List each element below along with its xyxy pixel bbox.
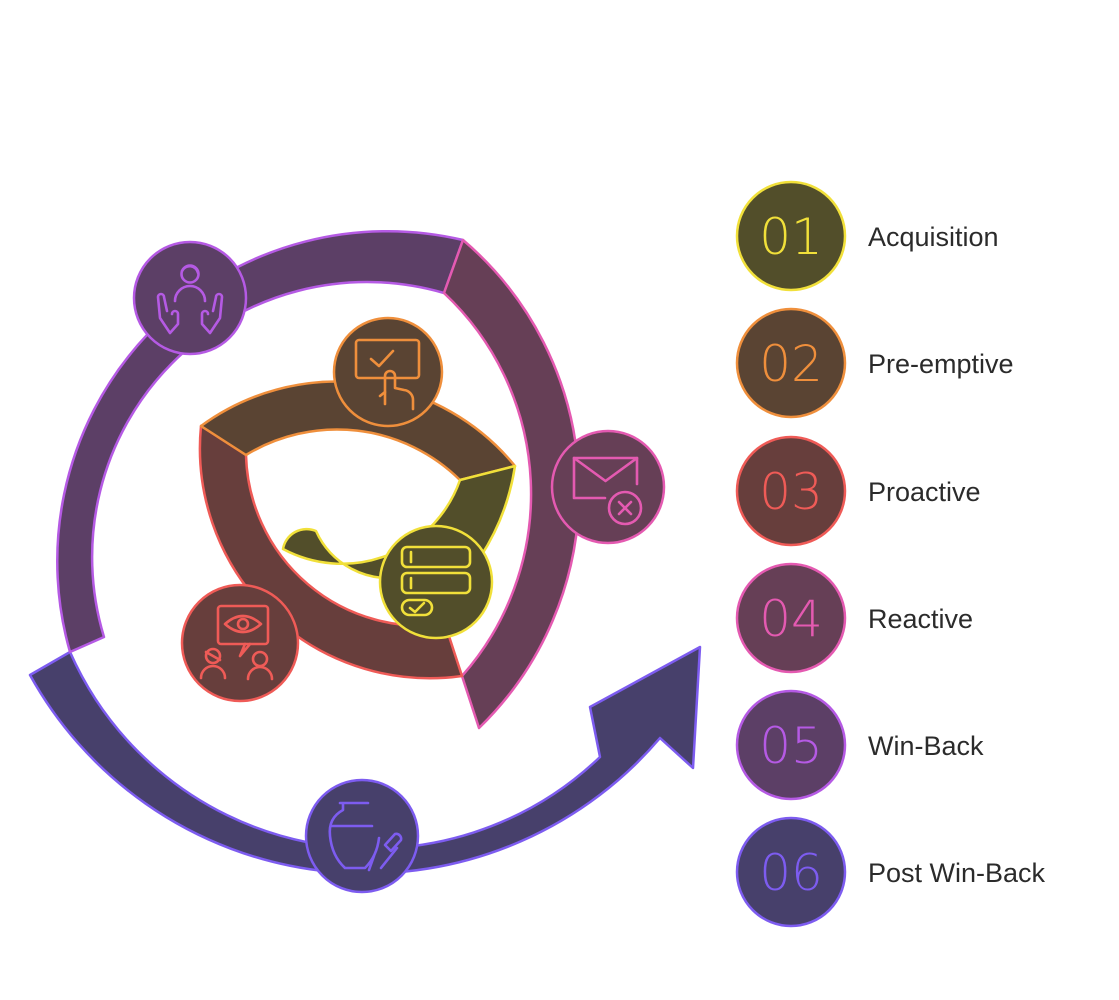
legend-item-win-back: 05 Win-Back [735, 689, 984, 801]
legend-item-acquisition: 01 Acquisition [735, 180, 999, 292]
badge-win-back [132, 240, 248, 356]
step-number: 06 [759, 844, 823, 902]
spiral-segment-pre-emptive [199, 380, 517, 482]
eye-monitoring-icon [199, 604, 274, 681]
step-number: 05 [759, 717, 823, 775]
step-label: Win-Back [868, 731, 984, 761]
step-label: Proactive [868, 477, 981, 507]
checklist-icon [400, 545, 472, 617]
badge-post-win-back [304, 778, 420, 894]
legend: 01 Acquisition 02 Pre-emptive 03 Proacti… [735, 180, 1046, 928]
step-number: 02 [759, 335, 823, 393]
legend-badge-reactive [735, 562, 847, 674]
spiral-segment-post-win-back [28, 645, 702, 875]
badge-pre-emptive [332, 316, 444, 428]
mail-cancel-icon [572, 456, 643, 526]
legend-badge-proactive [735, 435, 847, 547]
step-label: Reactive [868, 604, 973, 634]
step-number: 01 [759, 208, 823, 266]
step-label: Acquisition [868, 222, 999, 252]
legend-item-reactive: 04 Reactive [735, 562, 973, 674]
spiral-segment-reactive [442, 238, 581, 730]
legend-badge-acquisition [735, 180, 847, 292]
spiral-segment-proactive [198, 424, 464, 680]
badge-proactive [180, 583, 300, 703]
step-label: Pre-emptive [868, 349, 1014, 379]
step-label: Post Win-Back [868, 858, 1046, 888]
legend-item-proactive: 03 Proactive [735, 435, 981, 547]
legend-badge-pre-emptive [735, 307, 847, 419]
caring-hands-icon [156, 264, 224, 335]
vase-brush-icon [328, 801, 403, 872]
touch-screen-check-icon [354, 338, 421, 411]
legend-badge-win-back [735, 689, 847, 801]
badge-reactive [550, 429, 666, 545]
legend-badge-post-win-back [735, 816, 847, 928]
step-number: 03 [759, 463, 823, 521]
step-number: 04 [759, 590, 823, 648]
badge-acquisition [378, 524, 494, 640]
legend-item-post-win-back: 06 Post Win-Back [735, 816, 1046, 928]
legend-item-pre-emptive: 02 Pre-emptive [735, 307, 1014, 419]
